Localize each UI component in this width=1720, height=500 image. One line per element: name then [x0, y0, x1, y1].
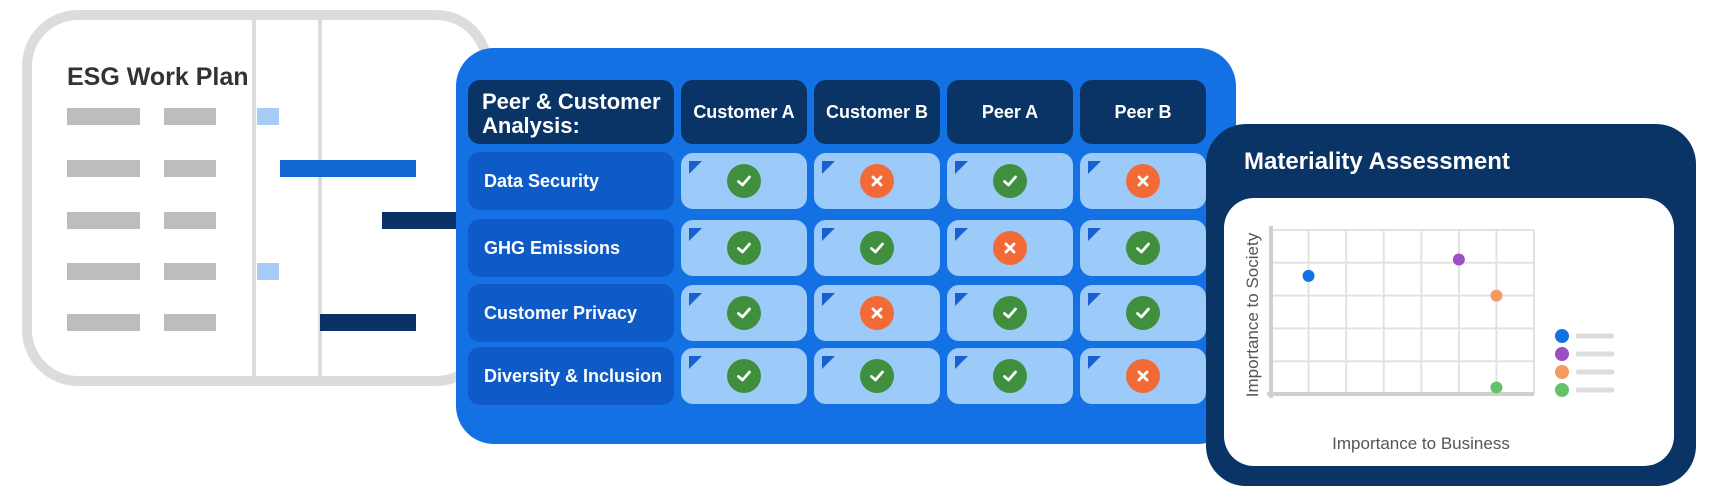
check-icon: [1126, 231, 1160, 265]
work-plan-title: ESG Work Plan: [67, 63, 249, 91]
x-axis-label: Importance to Business: [1332, 434, 1510, 453]
cross-icon: [993, 231, 1027, 265]
data-point: [1302, 269, 1315, 282]
corner-flag-icon: [1088, 356, 1101, 369]
corner-flag-icon: [822, 356, 835, 369]
check-icon: [727, 231, 761, 265]
corner-flag-icon: [689, 356, 702, 369]
task-label-placeholder: [164, 263, 216, 280]
corner-flag-icon: [955, 356, 968, 369]
analysis-cell: [947, 348, 1073, 404]
legend-swatch: [1555, 329, 1569, 343]
legend-swatch: [1555, 383, 1569, 397]
gantt-bar: [320, 314, 416, 331]
analysis-cell: [947, 220, 1073, 276]
legend-swatch: [1555, 347, 1569, 361]
data-point: [1452, 253, 1465, 266]
analysis-cell: [814, 220, 940, 276]
peer-analysis-title: Peer & Customer Analysis:: [468, 80, 674, 144]
cross-icon: [860, 164, 894, 198]
corner-flag-icon: [689, 161, 702, 174]
column-header-peer-b: Peer B: [1080, 80, 1206, 144]
legend-swatch: [1555, 365, 1569, 379]
task-label-placeholder: [67, 160, 140, 177]
row-label-diversity-inclusion: Diversity & Inclusion: [468, 347, 674, 405]
legend-label-placeholder: [1576, 351, 1614, 357]
check-icon: [727, 296, 761, 330]
analysis-cell: [1080, 153, 1206, 209]
task-label-placeholder: [67, 212, 140, 229]
corner-flag-icon: [1088, 161, 1101, 174]
corner-flag-icon: [955, 293, 968, 306]
legend-label-placeholder: [1576, 369, 1614, 375]
task-label-placeholder: [164, 314, 216, 331]
check-icon: [860, 359, 894, 393]
peer-analysis-panel: Peer & Customer Analysis: Customer A Cus…: [456, 48, 1236, 444]
analysis-cell: [1080, 348, 1206, 404]
materiality-chart: Importance to Business Importance to Soc…: [1243, 226, 1614, 453]
corner-flag-icon: [1088, 293, 1101, 306]
task-label-placeholder: [67, 263, 140, 280]
timeline-divider: [252, 20, 256, 376]
corner-flag-icon: [689, 228, 702, 241]
check-icon: [993, 164, 1027, 198]
gantt-bar: [257, 263, 279, 280]
column-header-customer-a: Customer A: [681, 80, 807, 144]
corner-flag-icon: [822, 161, 835, 174]
materiality-panel: Materiality Assessment Importance to Bus…: [1206, 124, 1696, 486]
cross-icon: [1126, 164, 1160, 198]
cross-icon: [860, 296, 894, 330]
analysis-cell: [814, 285, 940, 341]
materiality-title: Materiality Assessment: [1244, 148, 1510, 175]
y-axis-label: Importance to Society: [1243, 232, 1262, 397]
task-label-placeholder: [164, 212, 216, 229]
corner-flag-icon: [822, 293, 835, 306]
analysis-cell: [681, 285, 807, 341]
corner-flag-icon: [955, 228, 968, 241]
materiality-chart-card: Importance to Business Importance to Soc…: [1224, 198, 1674, 466]
analysis-cell: [1080, 285, 1206, 341]
check-icon: [727, 359, 761, 393]
legend-label-placeholder: [1576, 333, 1614, 339]
analysis-cell: [681, 348, 807, 404]
task-label-placeholder: [164, 160, 216, 177]
analysis-cell: [681, 153, 807, 209]
corner-flag-icon: [689, 293, 702, 306]
column-header-customer-b: Customer B: [814, 80, 940, 144]
corner-flag-icon: [1088, 228, 1101, 241]
row-label-data-security: Data Security: [468, 152, 674, 210]
timeline-divider: [318, 20, 322, 376]
cross-icon: [1126, 359, 1160, 393]
task-label-placeholder: [67, 314, 140, 331]
check-icon: [993, 296, 1027, 330]
analysis-cell: [814, 348, 940, 404]
data-point: [1490, 289, 1503, 302]
data-point: [1490, 381, 1503, 394]
corner-flag-icon: [955, 161, 968, 174]
gantt-bar: [382, 212, 472, 229]
corner-flag-icon: [822, 228, 835, 241]
check-icon: [1126, 296, 1160, 330]
analysis-cell: [814, 153, 940, 209]
column-header-peer-a: Peer A: [947, 80, 1073, 144]
work-plan-card: ESG Work Plan: [22, 10, 492, 386]
gantt-bar: [257, 108, 279, 125]
analysis-cell: [947, 285, 1073, 341]
task-label-placeholder: [67, 108, 140, 125]
check-icon: [860, 231, 894, 265]
check-icon: [727, 164, 761, 198]
gantt-bar: [280, 160, 416, 177]
analysis-cell: [681, 220, 807, 276]
legend-label-placeholder: [1576, 387, 1614, 393]
row-label-ghg-emissions: GHG Emissions: [468, 219, 674, 277]
row-label-customer-privacy: Customer Privacy: [468, 284, 674, 342]
analysis-cell: [947, 153, 1073, 209]
analysis-cell: [1080, 220, 1206, 276]
task-label-placeholder: [164, 108, 216, 125]
check-icon: [993, 359, 1027, 393]
